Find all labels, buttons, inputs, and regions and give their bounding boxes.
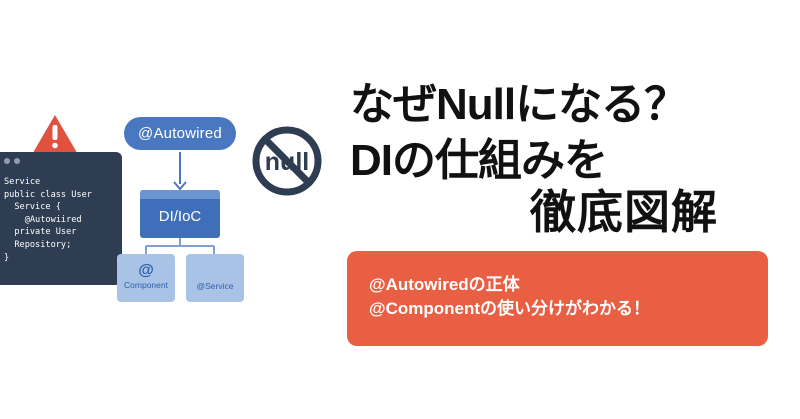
autowired-badge: @Autowired — [124, 117, 236, 150]
window-dots — [4, 158, 122, 164]
callout-line-2: @Componentの使い分けがわかる！ — [369, 299, 651, 318]
title-line-3: 徹底図解 — [530, 186, 718, 238]
code-line: } — [4, 252, 10, 263]
title-line-2: DIの仕組みを — [350, 136, 608, 185]
component-label: Component — [124, 280, 168, 290]
component-at-symbol: @ — [138, 262, 154, 279]
code-line: Repository; — [4, 239, 72, 250]
code-line: private User — [4, 227, 77, 238]
service-box: @Service — [186, 254, 244, 302]
title-line-1: なぜNullになる？ — [350, 80, 688, 129]
di-container-header — [140, 190, 220, 199]
service-label: @Service — [196, 281, 234, 291]
no-null-icon: null — [252, 126, 322, 196]
di-container-box: DI/IoC — [140, 190, 220, 238]
code-line: Service — [4, 177, 41, 187]
code-line: Service { — [4, 202, 61, 213]
window-dot — [4, 158, 10, 164]
diagram-connectors — [145, 152, 215, 254]
window-dot — [14, 158, 20, 164]
callout-line-1: @Autowiredの正体 — [369, 275, 520, 294]
di-container-label: DI/IoC — [158, 208, 202, 225]
code-line: @Autowiired — [4, 214, 82, 225]
callout-box: @Autowiredの正体 @Componentの使い分けがわかる！ — [347, 251, 768, 346]
component-box: @ Component — [117, 254, 175, 302]
warning-icon — [33, 115, 77, 153]
code-line: public class User — [4, 189, 92, 200]
code-snippet-card: Service public class User Service { @Aut… — [0, 152, 122, 285]
